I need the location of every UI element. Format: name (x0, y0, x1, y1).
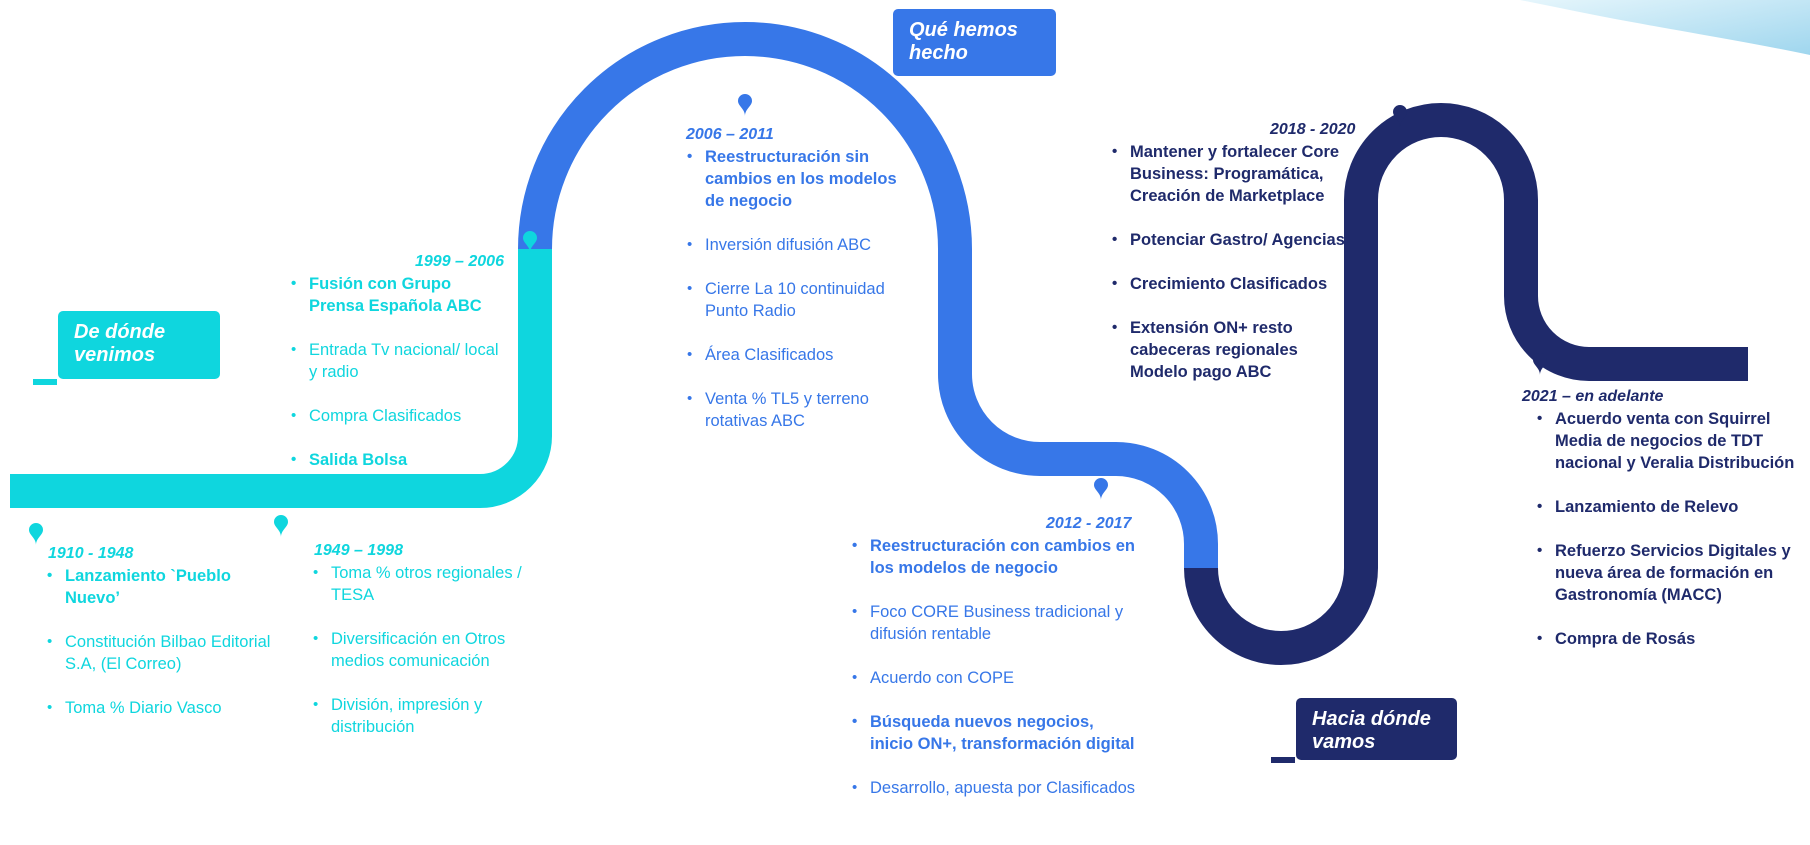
road-segment-cyan (10, 249, 552, 508)
milestone-list: Mantener y fortalecer Core Business: Pro… (1111, 141, 1356, 405)
milestone-list: Acuerdo venta con Squirrel Media de nego… (1536, 408, 1806, 672)
label-underline-future (1271, 757, 1295, 763)
list-item: Fusión con Grupo Prensa Española ABC (290, 273, 505, 317)
list-item: Toma % Diario Vasco (46, 697, 286, 719)
map-pin-icon (1094, 478, 1108, 500)
milestone-list: Reestructuración sin cambios en los mode… (686, 146, 916, 454)
list-item: Compra Clasificados (290, 405, 505, 427)
label-origin: De dónde venimos (58, 311, 220, 379)
road-segment-blue (518, 22, 1218, 568)
map-pin-icon (523, 231, 537, 253)
map-pin-icon (738, 94, 752, 116)
list-item: Extensión ON+ resto cabeceras regionales… (1111, 317, 1356, 383)
label-done-text: Qué hemos hecho (909, 19, 1018, 64)
label-origin-text: De dónde venimos (74, 321, 166, 366)
period-label: 2018 - 2020 (1270, 121, 1356, 138)
decorative-swoosh (1520, 0, 1810, 55)
list-item: Acuerdo con COPE (851, 667, 1141, 689)
period-label: 1999 – 2006 (415, 253, 504, 270)
road-segment-navy (1184, 103, 1748, 665)
map-pin-icon (1533, 353, 1547, 375)
list-item: Entrada Tv nacional/ local y radio (290, 339, 505, 383)
list-item: Lanzamiento de Relevo (1536, 496, 1806, 518)
list-item: Acuerdo venta con Squirrel Media de nego… (1536, 408, 1806, 474)
list-item: Refuerzo Servicios Digitales y nueva áre… (1536, 540, 1806, 606)
list-item: Constitución Bilbao Editorial S.A, (El C… (46, 631, 286, 675)
list-item: Compra de Rosás (1536, 628, 1806, 650)
map-pin-icon (1393, 105, 1407, 127)
list-item: Inversión difusión ABC (686, 234, 916, 256)
label-underline-done (867, 76, 891, 82)
label-done: Qué hemos hecho (893, 9, 1056, 76)
milestone-list: Lanzamiento `Pueblo Nuevo’ Constitución … (46, 565, 286, 741)
list-item: Venta % TL5 y terreno rotativas ABC (686, 388, 916, 432)
list-item: Mantener y fortalecer Core Business: Pro… (1111, 141, 1356, 207)
period-label: 1910 - 1948 (48, 545, 134, 562)
list-item: Área Clasificados (686, 344, 916, 366)
milestone-list: Reestructuración con cambios en los mode… (851, 535, 1141, 821)
map-pin-icon (274, 515, 288, 537)
label-underline-origin (33, 379, 57, 385)
list-item: División, impresión y distribución (312, 694, 552, 738)
list-item: Lanzamiento `Pueblo Nuevo’ (46, 565, 286, 609)
list-item: Toma % otros regionales / TESA (312, 562, 552, 606)
period-label: 1949 – 1998 (314, 542, 403, 559)
list-item: Crecimiento Clasificados (1111, 273, 1356, 295)
list-item: Cierre La 10 continuidad Punto Radio (686, 278, 916, 322)
milestone-list: Fusión con Grupo Prensa Española ABC Ent… (290, 273, 505, 493)
map-pin-icon (29, 523, 43, 545)
label-future: Hacia dónde vamos (1296, 698, 1457, 760)
period-label: 2021 – en adelante (1522, 388, 1664, 405)
list-item: Reestructuración con cambios en los mode… (851, 535, 1141, 579)
list-item: Búsqueda nuevos negocios, inicio ON+, tr… (851, 711, 1141, 755)
list-item: Potenciar Gastro/ Agencias (1111, 229, 1356, 251)
list-item: Diversificación en Otros medios comunica… (312, 628, 552, 672)
period-label: 2006 – 2011 (686, 126, 774, 143)
list-item: Salida Bolsa (290, 449, 505, 471)
list-item: Desarrollo, apuesta por Clasificados (851, 777, 1141, 799)
list-item: Foco CORE Business tradicional y difusió… (851, 601, 1141, 645)
period-label: 2012 - 2017 (1046, 515, 1132, 532)
milestone-list: Toma % otros regionales / TESA Diversifi… (312, 562, 552, 760)
list-item: Reestructuración sin cambios en los mode… (686, 146, 916, 212)
label-future-text: Hacia dónde vamos (1312, 708, 1431, 753)
